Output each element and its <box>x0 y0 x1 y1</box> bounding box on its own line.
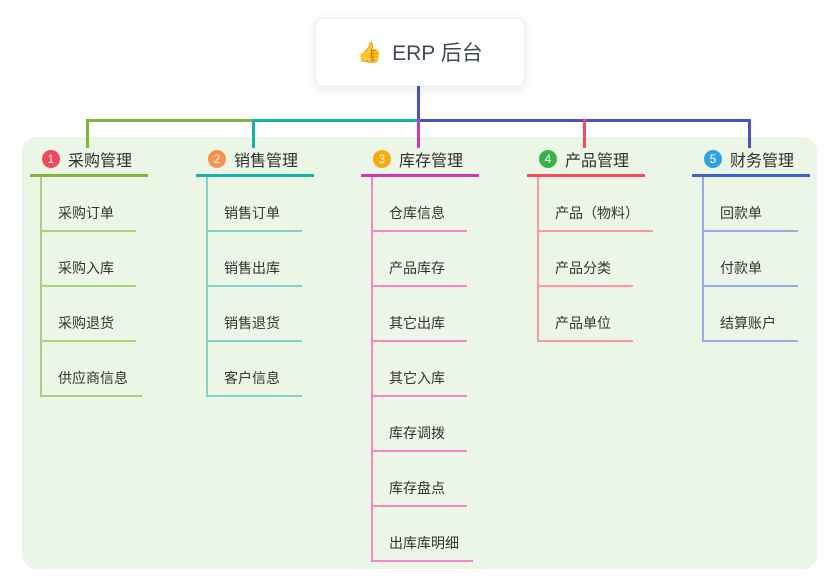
branch-label: 产品管理 <box>565 153 630 170</box>
child-node[interactable]: 结算账户 <box>704 287 798 342</box>
branch-number-badge: 2 <box>208 150 226 168</box>
child-node[interactable]: 采购订单 <box>42 177 136 232</box>
child-label: 库存盘点 <box>389 480 445 496</box>
branch-node[interactable]: 4 产品管理 <box>527 147 687 171</box>
mindmap-branch: 3 库存管理 仓库信息 产品库存 其它出库 其它入库 库存调拨 库存盘点 出库库… <box>361 147 521 562</box>
branch-underline <box>196 174 314 177</box>
child-label: 其它入库 <box>389 370 445 386</box>
branch-number-badge: 1 <box>42 150 60 168</box>
child-label: 产品分类 <box>555 260 611 276</box>
thumbs-up-icon: 👍 <box>357 41 383 64</box>
branch-number-badge: 3 <box>373 150 391 168</box>
child-node[interactable]: 其它入库 <box>373 342 467 397</box>
child-node[interactable]: 出库库明细 <box>373 507 473 562</box>
branch-children: 回款单 付款单 结算账户 <box>702 177 839 342</box>
rail-left-outer <box>86 119 255 122</box>
child-node[interactable]: 库存调拨 <box>373 397 467 452</box>
drop-line-branch-4 <box>583 119 586 148</box>
branch-underline <box>692 174 810 177</box>
branch-children: 仓库信息 产品库存 其它出库 其它入库 库存调拨 库存盘点 出库库明细 <box>371 177 521 562</box>
branch-label: 采购管理 <box>68 153 133 170</box>
child-label: 产品单位 <box>555 315 611 331</box>
branch-label: 销售管理 <box>234 153 299 170</box>
child-label: 采购退货 <box>58 315 114 331</box>
branch-underline <box>527 174 645 177</box>
child-node[interactable]: 销售订单 <box>208 177 302 232</box>
mindmap-branch: 1 采购管理 采购订单 采购入库 采购退货 供应商信息 <box>30 147 190 397</box>
branch-label: 库存管理 <box>399 153 464 170</box>
child-label: 库存调拨 <box>389 425 445 441</box>
child-node[interactable]: 付款单 <box>704 232 798 287</box>
child-node[interactable]: 产品（物料） <box>539 177 653 232</box>
child-node[interactable]: 采购入库 <box>42 232 136 287</box>
child-label: 销售退货 <box>224 315 280 331</box>
child-label: 仓库信息 <box>389 205 445 221</box>
child-node[interactable]: 库存盘点 <box>373 452 467 507</box>
drop-line-branch-2 <box>252 119 255 148</box>
branch-node[interactable]: 3 库存管理 <box>361 147 521 171</box>
branch-node[interactable]: 5 财务管理 <box>692 147 839 171</box>
child-label: 客户信息 <box>224 370 280 386</box>
child-node[interactable]: 客户信息 <box>208 342 302 397</box>
mindmap-branch: 2 销售管理 销售订单 销售出库 销售退货 客户信息 <box>196 147 356 397</box>
drop-line-branch-5 <box>748 119 751 148</box>
root-stem-line <box>417 84 420 122</box>
branch-node[interactable]: 1 采购管理 <box>30 147 190 171</box>
child-node[interactable]: 其它出库 <box>373 287 467 342</box>
branch-label: 财务管理 <box>730 153 795 170</box>
child-label: 产品（物料） <box>555 205 639 221</box>
drop-line-branch-3 <box>417 119 420 148</box>
root-node-label: ERP 后台 <box>392 42 483 65</box>
rail-left-inner <box>252 119 420 122</box>
child-label: 结算账户 <box>720 315 776 331</box>
child-label: 采购入库 <box>58 260 114 276</box>
child-label: 销售订单 <box>224 205 280 221</box>
root-node-erp[interactable]: 👍 ERP 后台 <box>315 18 525 86</box>
child-label: 其它出库 <box>389 315 445 331</box>
branch-children: 采购订单 采购入库 采购退货 供应商信息 <box>40 177 190 397</box>
mindmap-background-panel <box>22 137 817 569</box>
child-label: 采购订单 <box>58 205 114 221</box>
mindmap-branch: 4 产品管理 产品（物料） 产品分类 产品单位 <box>527 147 687 342</box>
child-label: 供应商信息 <box>58 370 128 386</box>
child-label: 销售出库 <box>224 260 280 276</box>
child-node[interactable]: 采购退货 <box>42 287 136 342</box>
child-node[interactable]: 产品单位 <box>539 287 633 342</box>
child-node[interactable]: 销售退货 <box>208 287 302 342</box>
branch-node[interactable]: 2 销售管理 <box>196 147 356 171</box>
child-label: 付款单 <box>720 260 762 276</box>
mindmap-branch: 5 财务管理 回款单 付款单 结算账户 <box>692 147 839 342</box>
child-label: 产品库存 <box>389 260 445 276</box>
child-node[interactable]: 产品分类 <box>539 232 633 287</box>
drop-line-branch-1 <box>86 119 89 148</box>
branch-number-badge: 5 <box>704 150 722 168</box>
child-node[interactable]: 销售出库 <box>208 232 302 287</box>
child-node[interactable]: 供应商信息 <box>42 342 142 397</box>
child-node[interactable]: 回款单 <box>704 177 798 232</box>
child-label: 出库库明细 <box>389 535 459 551</box>
child-node[interactable]: 仓库信息 <box>373 177 467 232</box>
child-node[interactable]: 产品库存 <box>373 232 467 287</box>
branch-underline <box>30 174 148 177</box>
branch-underline <box>361 174 479 177</box>
branch-children: 产品（物料） 产品分类 产品单位 <box>537 177 687 342</box>
branch-number-badge: 4 <box>539 150 557 168</box>
branch-children: 销售订单 销售出库 销售退货 客户信息 <box>206 177 356 397</box>
child-label: 回款单 <box>720 205 762 221</box>
